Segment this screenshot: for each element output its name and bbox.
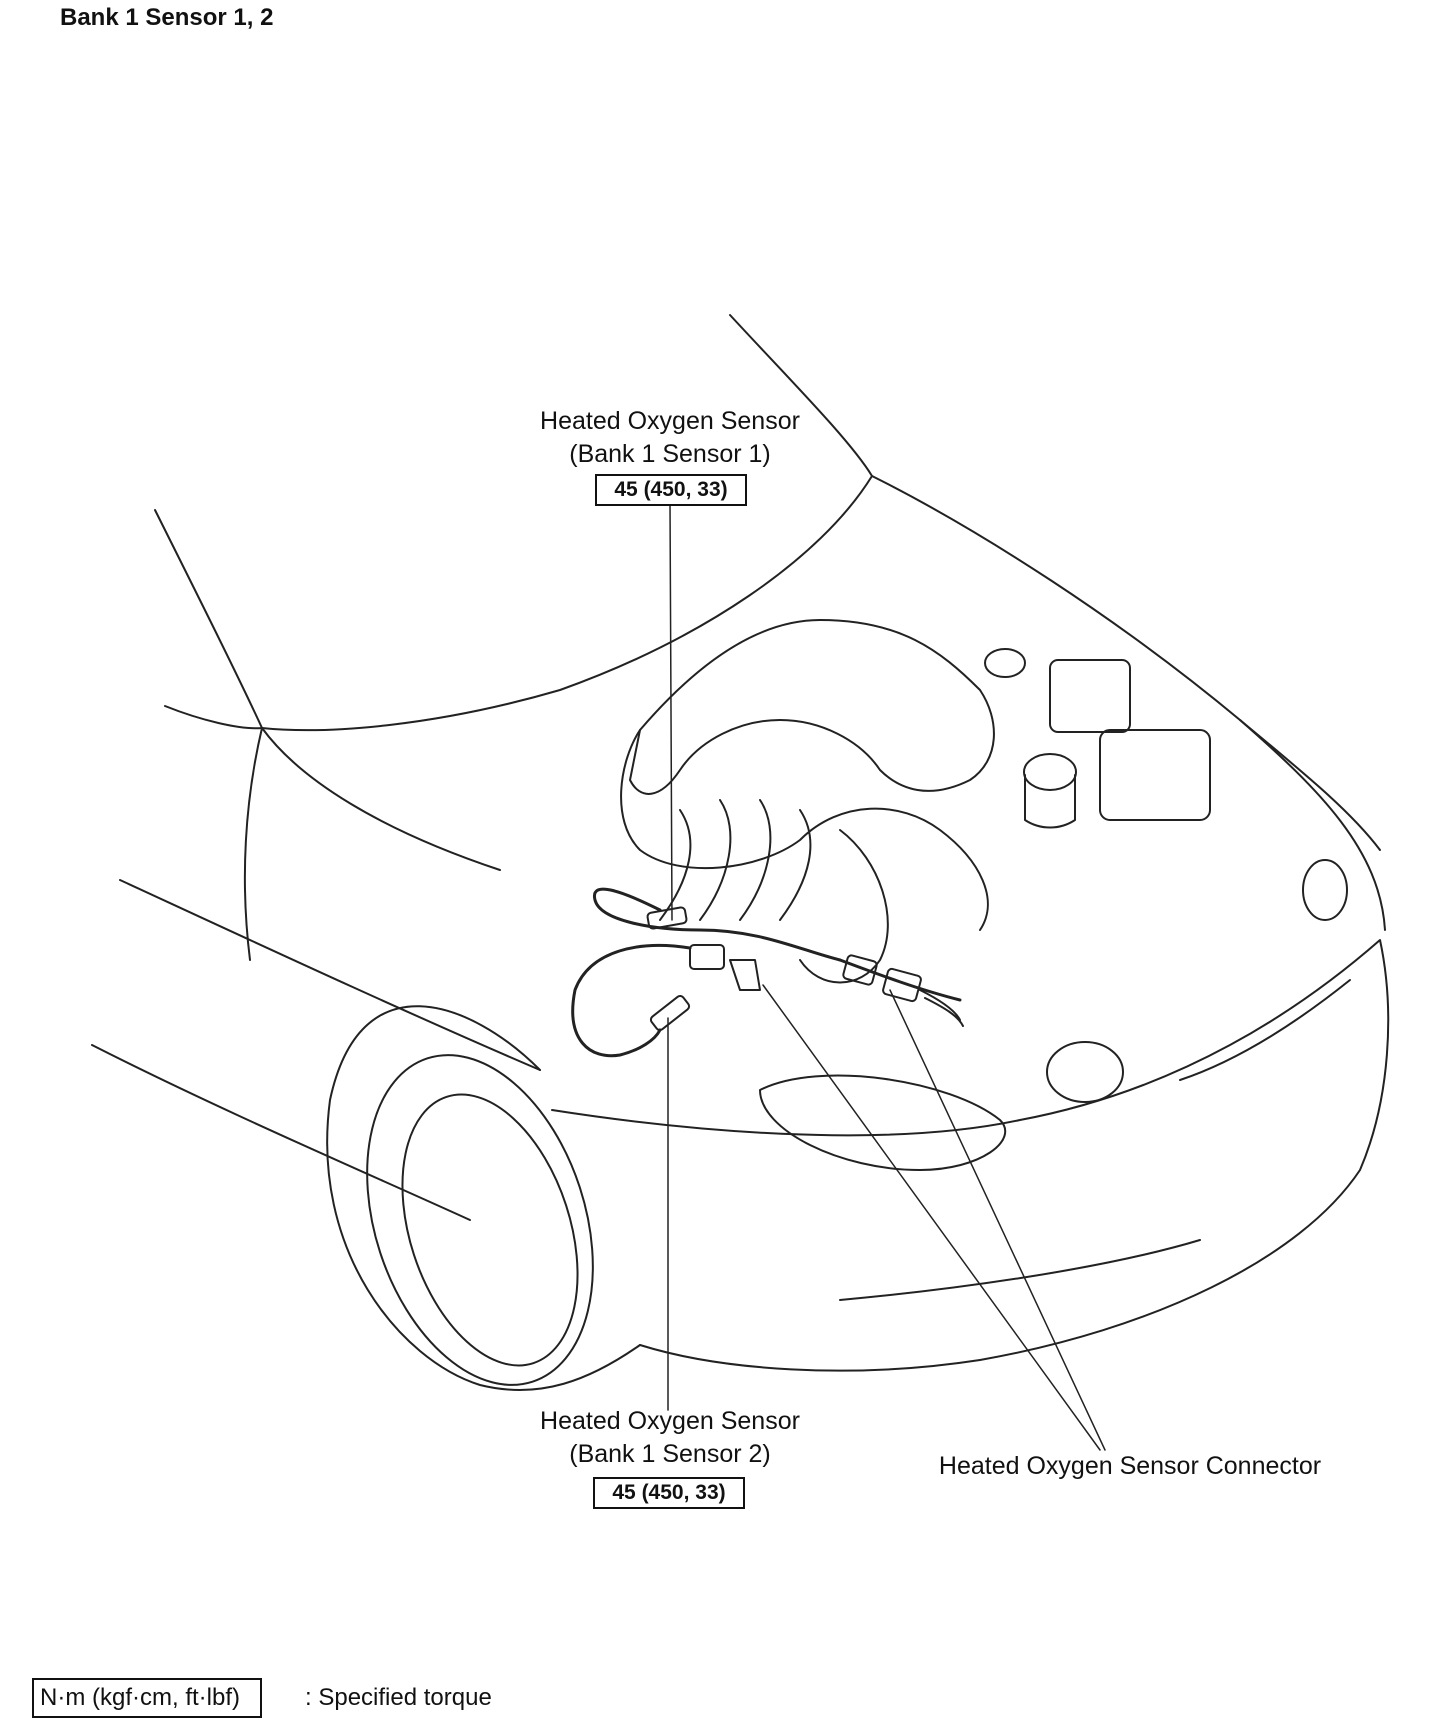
legend-description: : Specified torque xyxy=(305,1684,492,1711)
bumper-top xyxy=(1239,719,1386,931)
hood-outline xyxy=(261,314,873,732)
sensor-1-torque-box: 45 (450, 33) xyxy=(595,474,747,506)
reservoir-cap xyxy=(1023,753,1077,791)
wheel-arch xyxy=(326,1005,641,1392)
sensor-2-body xyxy=(649,994,691,1032)
grille-line xyxy=(1179,979,1351,1081)
legend-units-box: N·m (kgf·cm, ft·lbf) xyxy=(32,1678,262,1718)
connector-label: Heated Oxygen Sensor Connector xyxy=(938,1452,1322,1480)
sensor-2-label: Heated Oxygen Sensor (Bank 1 Sensor 2) xyxy=(470,1405,870,1471)
relay-box-2 xyxy=(1099,729,1211,821)
windshield-line xyxy=(154,509,501,871)
side-body-line xyxy=(119,879,541,1071)
relay-box-1 xyxy=(1049,659,1131,733)
tire-inner xyxy=(401,1093,579,1367)
diagram-title: Bank 1 Sensor 1, 2 xyxy=(60,4,274,31)
reservoir-body xyxy=(1024,774,1076,829)
connector-1 xyxy=(842,954,878,986)
engine-cover xyxy=(620,729,989,931)
sensor-2-subtitle: (Bank 1 Sensor 2) xyxy=(569,1440,771,1468)
sensor-harness-1 xyxy=(593,887,842,962)
connector-2 xyxy=(882,967,922,1003)
leader-sensor-1 xyxy=(669,501,673,921)
sensor-1-name: Heated Oxygen Sensor xyxy=(540,407,800,435)
bracket xyxy=(729,959,761,991)
lower-body-line xyxy=(91,1044,471,1221)
engine-cap xyxy=(984,648,1026,678)
sensor-connector-clip xyxy=(689,944,725,970)
hood-front-edge xyxy=(871,475,1381,851)
lower-grille xyxy=(839,1239,1201,1301)
sensor-2-torque-box: 45 (450, 33) xyxy=(593,1477,745,1509)
sensor-1-body xyxy=(646,906,688,930)
leader-connector-a xyxy=(762,984,1101,1451)
sensor-1-label: Heated Oxygen Sensor (Bank 1 Sensor 1) xyxy=(470,405,870,471)
sensor-2-name: Heated Oxygen Sensor xyxy=(540,1407,800,1435)
block-line xyxy=(799,829,889,984)
bumper-outline xyxy=(551,939,1390,1372)
fog-lamp xyxy=(1046,1041,1124,1103)
sensor-harness-3 xyxy=(571,943,692,1058)
headlight xyxy=(759,1074,1007,1171)
exhaust-runners xyxy=(659,799,812,921)
side-lamp xyxy=(1302,859,1348,921)
leader-connector-b xyxy=(889,989,1106,1451)
a-pillar xyxy=(243,727,263,961)
connector-wires xyxy=(919,989,964,1027)
sensor-harness-2 xyxy=(838,958,962,1002)
sensor-1-subtitle: (Bank 1 Sensor 1) xyxy=(569,440,771,468)
tire-outer xyxy=(366,1054,594,1386)
intake-manifold xyxy=(629,619,995,795)
fender-line xyxy=(164,705,263,730)
